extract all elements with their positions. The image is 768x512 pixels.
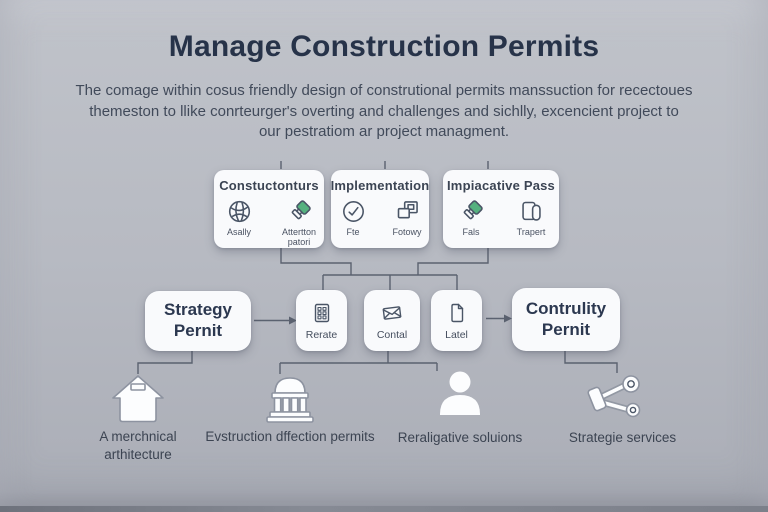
- category-box-impiacative-pass: Impiacative Pass Fals Trapert: [443, 170, 559, 248]
- category-item: Fals: [446, 198, 496, 237]
- windows-icon: [397, 201, 418, 219]
- contrulity-pernit-label: Contrulity Pernit: [525, 298, 607, 339]
- service-label: Evstruction dffection permits: [205, 429, 375, 444]
- capitol-icon: [266, 377, 314, 423]
- category-item: Trapert: [506, 198, 556, 237]
- network-icon: [587, 375, 641, 418]
- category-item: Attertton patori: [274, 198, 324, 248]
- category-item-label: Asally: [226, 227, 251, 237]
- bottom-edge-strip: [0, 506, 768, 512]
- step-label: Contal: [376, 328, 408, 341]
- page-icon: [450, 303, 463, 322]
- category-title: Impiacative Pass: [447, 178, 555, 193]
- step-box-rerate: Rerate: [296, 290, 347, 351]
- spreadsheet-icon: [314, 303, 329, 322]
- page-subtitle: The comage within cosus friendly design …: [44, 81, 724, 143]
- category-item-label: Fte: [346, 227, 360, 237]
- globe-icon: [228, 200, 250, 223]
- page-title: Manage Construction Permits: [168, 30, 600, 63]
- service-label: A merchnical arthitecture: [99, 429, 177, 462]
- contrulity-pernit-box: Contrulity Pernit: [512, 288, 620, 351]
- subtitle-line: our pestratiom ar project managment.: [258, 123, 510, 141]
- stamp-icon: [291, 200, 311, 220]
- category-item-label: Trapert: [516, 227, 546, 237]
- category-box-constuctonturs: Constuctonturs Asally: [214, 170, 324, 248]
- service-label: Strategie services: [568, 430, 677, 445]
- category-item-label: Fotowy: [392, 227, 422, 237]
- category-box-implementation: Implementation Fte Fotowy: [331, 170, 429, 248]
- category-item-label: Fals: [462, 227, 480, 237]
- strategy-pernit-box: Strategy Pernit: [145, 291, 251, 351]
- category-title: Constuctonturs: [219, 178, 319, 193]
- envelope-icon: [382, 305, 402, 320]
- document-cylinder-icon: [521, 201, 541, 221]
- step-label: Latel: [445, 328, 468, 341]
- subtitle-line: themeston to llike conrteurger's overtin…: [89, 102, 679, 120]
- category-title: Implementation: [330, 178, 430, 193]
- category-item: Fotowy: [385, 198, 429, 237]
- category-item: Asally: [214, 198, 264, 248]
- category-item: Fte: [331, 198, 375, 237]
- strategy-pernit-label: Strategy Pernit: [163, 300, 233, 340]
- step-box-latel: Latel: [431, 290, 482, 351]
- person-icon: [440, 371, 480, 415]
- step-box-contal: Contal: [364, 290, 420, 351]
- category-item-label: Attertton patori: [281, 227, 317, 248]
- house-icon: [112, 375, 164, 423]
- step-label: Rerate: [305, 328, 338, 341]
- service-label: Reraligative soluions: [397, 430, 523, 445]
- subtitle-line: The comage within cosus friendly design …: [75, 82, 693, 99]
- stamp-icon: [463, 200, 483, 220]
- check-circle-icon: [342, 201, 364, 222]
